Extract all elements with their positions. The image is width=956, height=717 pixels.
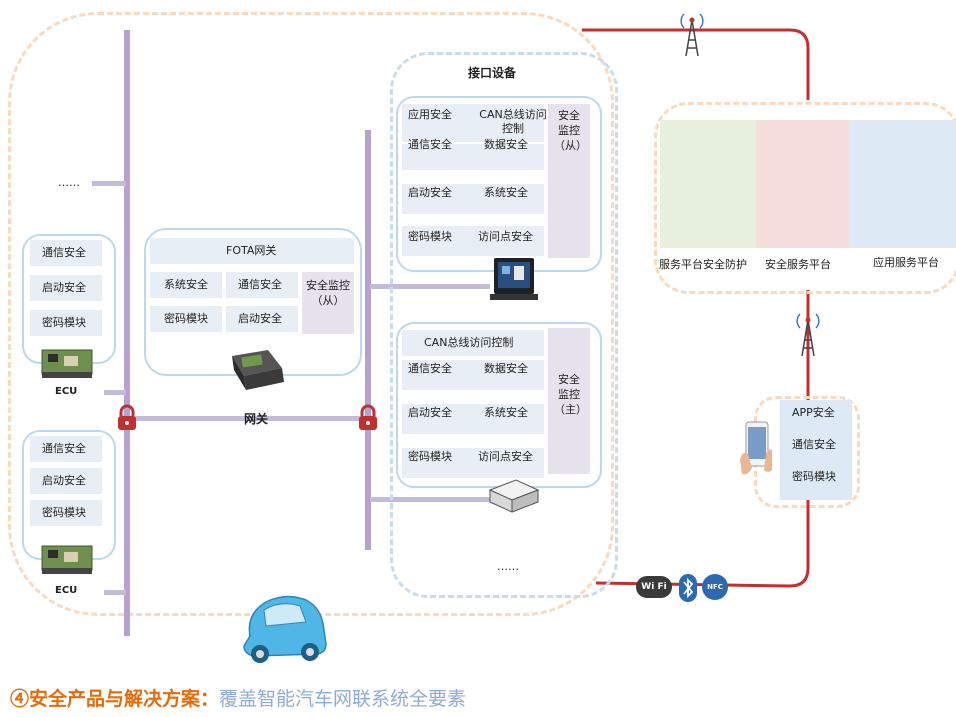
router-box-icon <box>488 479 540 513</box>
app-item-1: APP安全 <box>792 406 835 419</box>
ecu-bus-branch-1 <box>104 390 126 395</box>
display-screen-icon <box>490 258 538 300</box>
platform-block-2 <box>756 120 850 248</box>
if-top-monitor: 安全监控（从） <box>548 104 590 258</box>
ecu-board-icon-2 <box>41 545 93 574</box>
if-top-row-4: 密码模块 访问点安全 <box>402 226 544 256</box>
platform-group <box>654 102 956 294</box>
if-top-row-3: 启动安全 系统安全 <box>402 184 544 214</box>
wifi-icon: Wi Fi <box>636 576 672 598</box>
interface-ellipsis: …… <box>497 560 519 573</box>
if-bottom-monitor: 安全监控（主） <box>548 328 590 474</box>
ecu-label-2: ECU <box>55 585 78 596</box>
gateway-item-2: 通信安全 <box>226 272 298 298</box>
can-title: CAN总线访问控制 <box>402 330 544 356</box>
if-bottom-row-2: 启动安全 系统安全 <box>402 404 544 434</box>
if-top-row-2: 通信安全 数据安全 <box>402 138 544 170</box>
if-bottom-row-1: 通信安全 数据安全 <box>402 360 544 390</box>
bus-branch-bottom-device <box>370 497 490 502</box>
gateway-bus-vertical <box>365 130 371 550</box>
app-item-3: 密码模块 <box>792 470 836 483</box>
gateway-label: 网关 <box>244 412 269 426</box>
if-top-row-1: 应用安全 CAN总线访问控制 <box>402 104 547 142</box>
if-bottom-row-3: 密码模块 访问点安全 <box>402 448 544 478</box>
app-panel <box>780 400 852 500</box>
platform-label-3: 应用服务平台 <box>873 256 939 269</box>
ecu2-item-1: 通信安全 <box>30 436 102 462</box>
ecu-ellipsis: …… <box>58 176 80 189</box>
gateway-device-icon <box>232 350 284 390</box>
ecu-bus-branch-2 <box>104 590 126 595</box>
platform-block-1 <box>660 120 756 248</box>
platform-label-1: 服务平台安全防护 <box>659 258 747 271</box>
ecu2-item-3: 密码模块 <box>30 500 102 526</box>
platform-block-3 <box>850 120 956 248</box>
lock-icon <box>118 404 136 430</box>
nfc-icon: NFC <box>702 574 728 600</box>
ecu1-item-3: 密码模块 <box>30 310 102 336</box>
ecu1-item-1: 通信安全 <box>30 240 102 266</box>
bluetooth-icon <box>679 574 697 602</box>
gateway-item-1: 系统安全 <box>150 272 222 298</box>
ecu-bus-top-branch <box>92 181 126 186</box>
interface-title: 接口设备 <box>468 66 517 80</box>
bus-branch-top-device <box>370 284 490 289</box>
ecu-board-icon <box>41 349 93 378</box>
car-icon <box>243 595 327 663</box>
caption-prefix: ④安全产品与解决方案： <box>10 688 220 710</box>
gateway-bus <box>130 416 368 421</box>
caption-text: 覆盖智能汽车网联系统全要素 <box>219 688 467 710</box>
fota-title: FOTA网关 <box>150 238 354 264</box>
gateway-item-4: 启动安全 <box>226 306 298 332</box>
ecu2-item-2: 启动安全 <box>30 468 102 494</box>
app-item-2: 通信安全 <box>792 438 836 451</box>
cell-tower-icon-2 <box>796 313 820 357</box>
smartphone-icon <box>740 421 772 475</box>
ecu1-item-2: 启动安全 <box>30 275 102 301</box>
platform-label-2: 安全服务平台 <box>765 258 831 271</box>
cell-tower-icon <box>680 13 704 57</box>
ecu-bus-vertical <box>124 30 130 636</box>
gateway-monitor: 安全监控（从） <box>302 272 354 334</box>
interface-group <box>390 52 618 598</box>
gateway-item-3: 密码模块 <box>150 306 222 332</box>
caption: ④安全产品与解决方案：覆盖智能汽车网联系统全要素 <box>10 684 466 711</box>
lock-icon-2 <box>359 404 377 430</box>
ecu-label-1: ECU <box>55 386 78 397</box>
